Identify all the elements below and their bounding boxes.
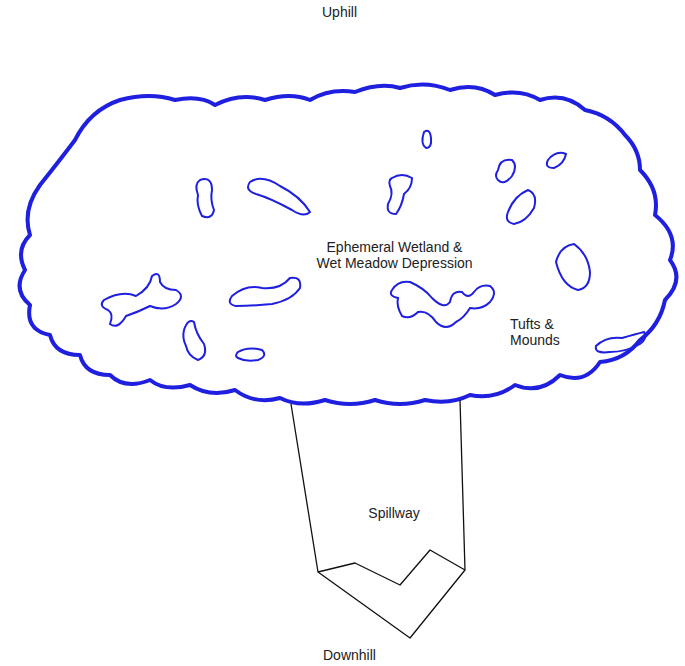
region-label: Ephemeral Wetland & Wet Meadow Depressio… xyxy=(316,239,473,271)
mound-outline xyxy=(248,179,310,215)
mound-outline xyxy=(556,244,590,290)
direction-label: Uphill xyxy=(322,4,360,20)
wetland-outline xyxy=(20,84,677,404)
spillway-outline xyxy=(291,400,465,638)
mound-outline xyxy=(102,274,181,326)
mound-outline xyxy=(547,153,566,168)
mound-outline xyxy=(596,332,646,352)
mound-outline xyxy=(507,190,535,224)
mound-outline xyxy=(496,160,515,183)
mound-outline xyxy=(183,321,205,360)
direction-label: Downhill xyxy=(323,647,378,663)
spillway-shape: Spillway xyxy=(285,396,471,643)
mound-outline xyxy=(391,282,494,327)
mound-outline xyxy=(236,348,264,360)
mound-outline xyxy=(422,131,431,148)
spillway-label: Spillway xyxy=(367,505,421,521)
wetland-region: Ephemeral Wetland & Wet Meadow Depressio… xyxy=(10,80,682,412)
mound-outline xyxy=(388,175,412,214)
spillway-weir xyxy=(318,550,465,585)
mound-outline xyxy=(196,179,214,217)
feature-label: Tufts & Mounds xyxy=(510,316,554,348)
mound-outline xyxy=(230,278,301,306)
